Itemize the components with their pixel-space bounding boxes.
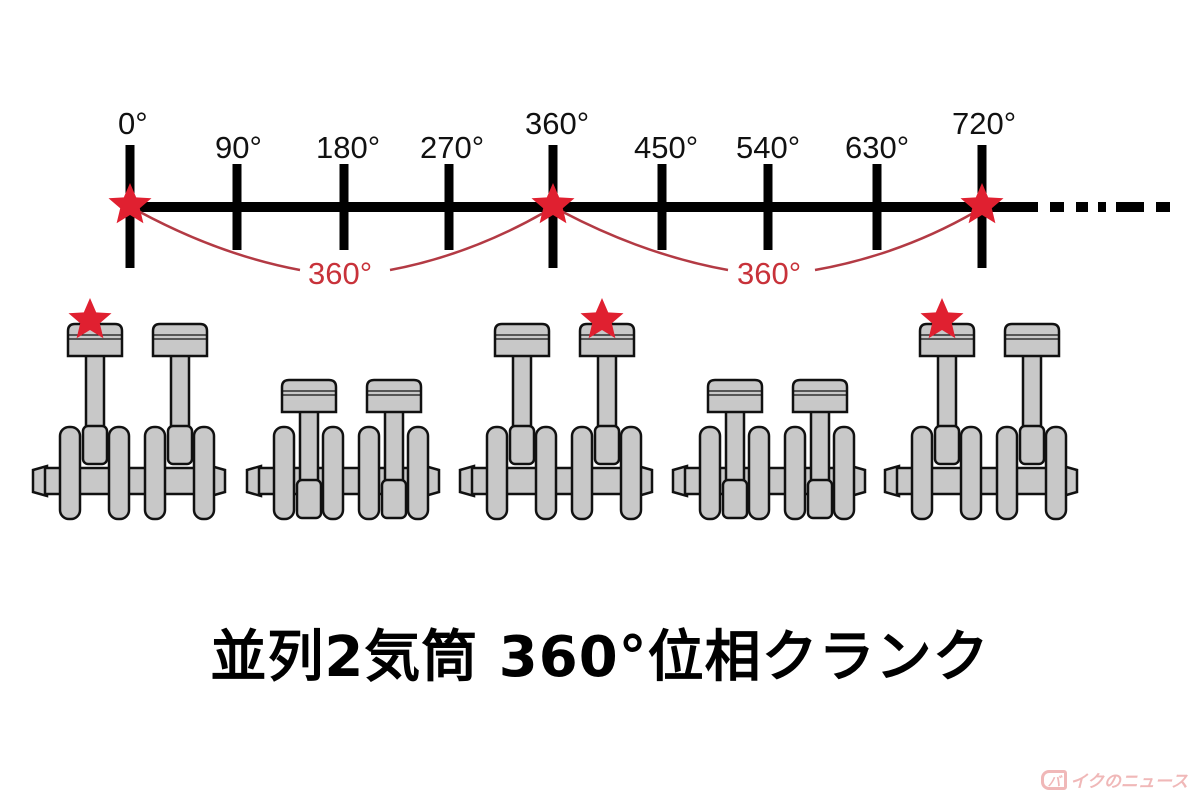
engine-state-720-tdc [885,324,1077,519]
tick-label-90: 90° [215,130,262,165]
interval-arc-1 [139,210,546,272]
tick-label-450: 450° [634,130,698,165]
engine-state-360-tdc [460,324,652,519]
watermark-text: イクのニュース [1070,772,1188,792]
watermark-logo-icon: バ [1041,769,1068,790]
tick-label-0: 0° [118,106,148,141]
engine-state-540-bdc [673,380,865,519]
interval-label-2: 360° [737,256,801,291]
tick-label-630: 630° [845,130,909,165]
diagram-title: 並列2気筒 360°位相クランク [210,625,990,690]
tick-label-720: 720° [952,106,1016,141]
tick-label-540: 540° [736,130,800,165]
tick-label-180: 180° [316,130,380,165]
tick-label-360: 360° [525,106,589,141]
interval-arc-2 [562,210,976,272]
watermark: バ イクのニュース [1041,767,1188,792]
interval-label-1: 360° [308,256,372,291]
tick-label-270: 270° [420,130,484,165]
timeline-axis [125,145,1172,268]
engine-state-0-tdc [33,324,225,519]
engine-state-180-bdc [247,380,439,519]
